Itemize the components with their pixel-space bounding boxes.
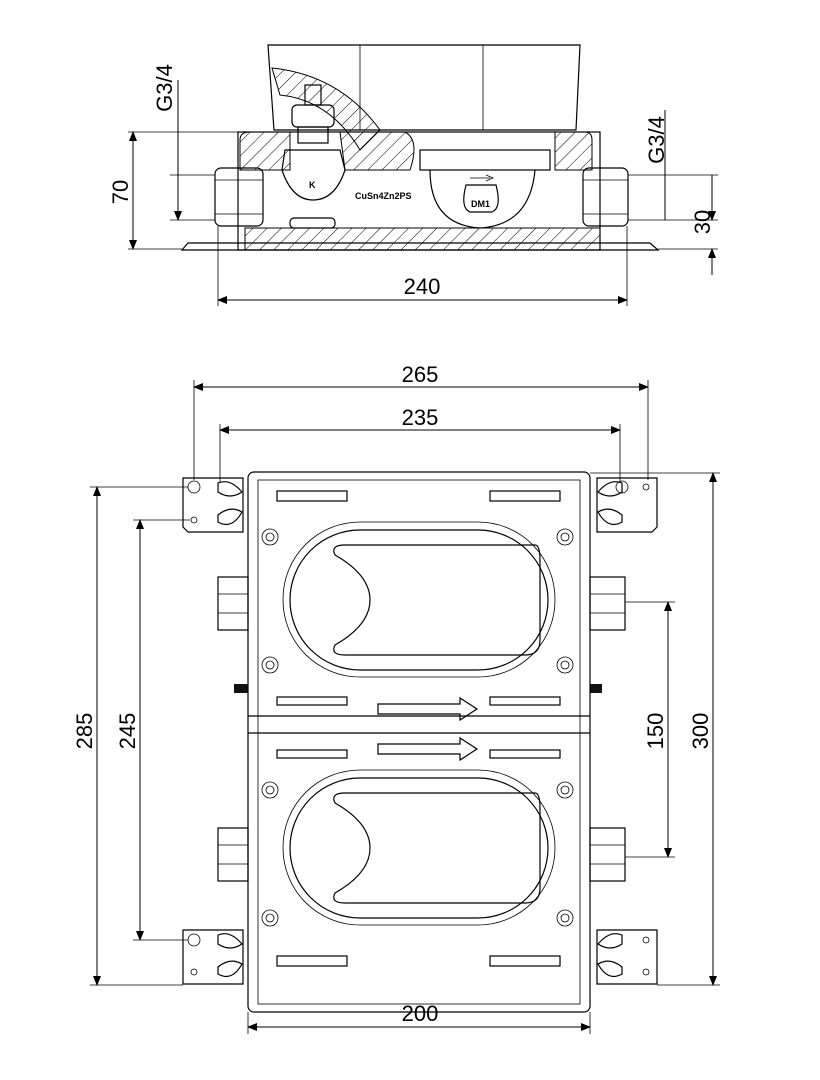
connection-nuts xyxy=(214,167,629,227)
thread-right-label: G3/4 xyxy=(644,116,669,164)
meter-dm1: DM1 xyxy=(463,174,499,213)
dim-245: 245 xyxy=(115,713,140,750)
dim-70: 70 xyxy=(108,180,133,204)
mounting-brackets xyxy=(182,477,658,985)
top-cover xyxy=(267,44,581,151)
material-marking: CuSn4Zn2PS xyxy=(355,191,412,201)
body-housing xyxy=(247,471,591,1013)
flow-arrow-icon xyxy=(377,696,479,722)
dim-285: 285 xyxy=(72,713,97,750)
dim-235: 235 xyxy=(402,405,439,430)
base-plate xyxy=(180,242,660,251)
flow-arrows xyxy=(377,696,479,762)
upper-chamber xyxy=(282,521,556,678)
meter-marking: DM1 xyxy=(471,199,490,209)
valve-marking: K xyxy=(309,180,316,190)
dimensions-plan: 265 235 200 285 245 150 300 xyxy=(72,362,720,1034)
screw-bosses xyxy=(261,528,574,927)
slots xyxy=(276,490,561,967)
dim-300: 300 xyxy=(688,713,713,750)
dim-150: 150 xyxy=(643,713,668,750)
plan-view: 265 235 200 285 245 150 300 xyxy=(72,362,720,1034)
dim-30: 30 xyxy=(690,210,715,234)
valve-k: K xyxy=(281,84,346,229)
section-view: K CuSn4Zn2PS DM1 70 G3/4 xyxy=(108,44,718,306)
thread-left-label: G3/4 xyxy=(152,64,177,112)
side-fittings xyxy=(217,576,626,882)
lower-chamber xyxy=(282,769,556,926)
flow-arrow-icon xyxy=(377,736,479,762)
dimensions-section: 70 G3/4 G3/4 30 240 xyxy=(108,64,718,306)
dim-200: 200 xyxy=(402,1001,439,1026)
dim-240: 240 xyxy=(404,274,441,299)
dim-265: 265 xyxy=(402,362,439,387)
